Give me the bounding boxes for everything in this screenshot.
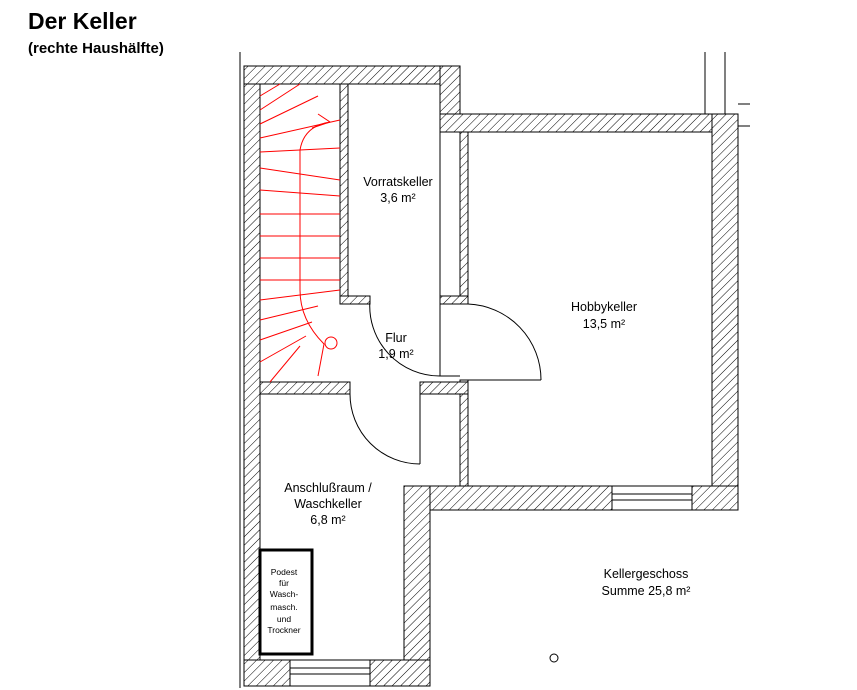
room-flur-area: 1,9 m²: [378, 347, 413, 361]
podest-line-6: Trockner: [267, 625, 300, 635]
wall-bottom-right: [691, 485, 739, 511]
room-vorrat-name: Vorratskeller: [363, 175, 432, 189]
door-vorrat: [369, 299, 441, 377]
staircase: [259, 83, 341, 383]
wall-stairs-bottom: [259, 381, 351, 395]
wall-flur-bottom-right: [419, 381, 469, 395]
room-wasch-area: 6,8 m²: [310, 513, 345, 527]
wall-right: [711, 113, 739, 511]
podest-line-3: Wasch-: [270, 589, 299, 599]
podest-line-5: und: [277, 614, 291, 624]
wall-vorrat-bottom-right: [439, 295, 469, 305]
marker-circle: [549, 653, 559, 663]
page-subtitle: (rechte Haushälfte): [28, 40, 164, 57]
room-flur-name: Flur: [385, 331, 407, 345]
podest: Podest für Wasch- masch. und Trockner: [258, 548, 314, 656]
room-vorrat-area: 3,6 m²: [380, 191, 415, 205]
door-wasch: [349, 393, 421, 465]
door-hobby: [467, 303, 542, 381]
summary-label: Kellergeschoss: [604, 567, 689, 581]
wall-top-left: [243, 65, 461, 85]
wall-left: [243, 65, 261, 687]
podest-line-2: für: [279, 578, 289, 588]
window-hobby: [611, 485, 693, 511]
podest-line-4: masch.: [270, 602, 297, 612]
wall-bottom-left: [243, 659, 291, 687]
doors: [349, 299, 542, 465]
reference-lines: [239, 52, 750, 688]
wall-vorrat-bottom-left: [339, 295, 371, 305]
window-wasch: [289, 659, 371, 687]
wall-bottom-center: [369, 659, 431, 687]
page-title: Der Keller: [28, 8, 137, 34]
room-hobby-area: 13,5 m²: [583, 317, 625, 331]
walls: [243, 65, 739, 687]
windows: [289, 485, 693, 687]
wall-vorrat-left: [339, 83, 349, 299]
room-hobby-name: Hobbykeller: [571, 300, 637, 314]
wall-top-right: [439, 113, 739, 133]
room-wasch-name2: Waschkeller: [294, 497, 362, 511]
wall-lower-vertical: [403, 485, 431, 687]
summary-total: Summe 25,8 m²: [602, 584, 691, 598]
podest-line-1: Podest: [271, 567, 298, 577]
wall-hobby-upper: [459, 131, 469, 299]
wall-hobby-lower: [459, 379, 469, 487]
wall-bottom-middle: [403, 485, 613, 511]
room-wasch-name: Anschlußraum /: [284, 481, 372, 495]
room-labels: Vorratskeller 3,6 m² Flur 1,9 m² Hobbyke…: [284, 175, 690, 598]
